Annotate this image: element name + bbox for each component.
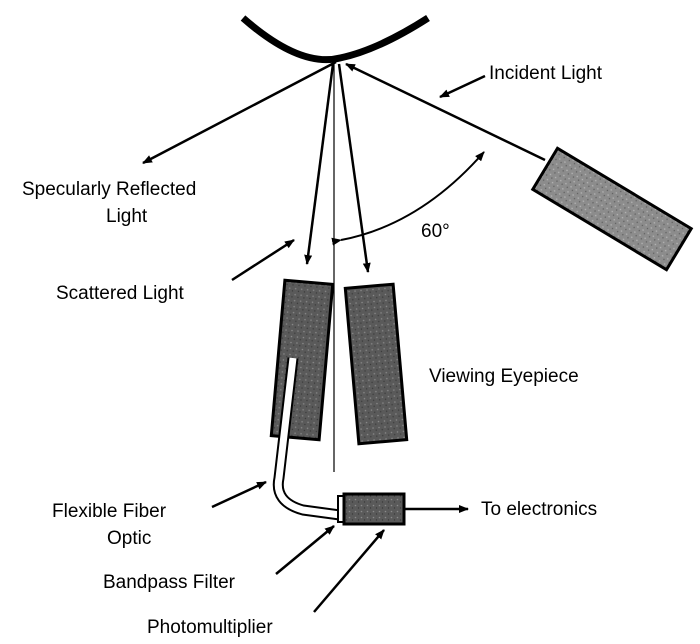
collection-tube bbox=[269, 278, 335, 442]
scattered-beam-left bbox=[304, 63, 335, 265]
bandpass-filter-label: Bandpass Filter bbox=[103, 572, 236, 593]
fiber-optic-label-line1: Flexible Fiber bbox=[52, 501, 167, 522]
specular-label-line1: Specularly Reflected bbox=[22, 179, 196, 200]
to-electronics-label: To electronics bbox=[481, 499, 597, 520]
photomultiplier-pointer bbox=[313, 529, 385, 613]
incident-light-label: Incident Light bbox=[489, 63, 603, 84]
incident-light-pointer bbox=[439, 74, 486, 99]
light-source bbox=[530, 146, 694, 272]
sample-surface bbox=[240, 15, 430, 64]
angle-arc bbox=[331, 151, 485, 246]
specular-beam bbox=[142, 60, 337, 165]
fiber-optic-label-line2: Optic bbox=[107, 528, 151, 549]
incident-beam bbox=[345, 62, 546, 162]
bandpass-filter-pointer bbox=[275, 525, 335, 575]
photomultiplier bbox=[342, 492, 406, 526]
scattered-beam-right bbox=[337, 63, 371, 273]
scattered-light-pointer bbox=[231, 238, 295, 282]
viewing-eyepiece bbox=[343, 282, 409, 446]
viewing-eyepiece-label: Viewing Eyepiece bbox=[429, 366, 579, 387]
fiber-core bbox=[274, 357, 341, 519]
scattered-light-label: Scattered Light bbox=[56, 283, 185, 304]
fiber-optic-pointer bbox=[211, 480, 267, 509]
photomultiplier-label: Photomultiplier bbox=[147, 617, 273, 638]
angle-label: 60° bbox=[421, 221, 450, 242]
specular-label-line2: Light bbox=[106, 206, 148, 227]
